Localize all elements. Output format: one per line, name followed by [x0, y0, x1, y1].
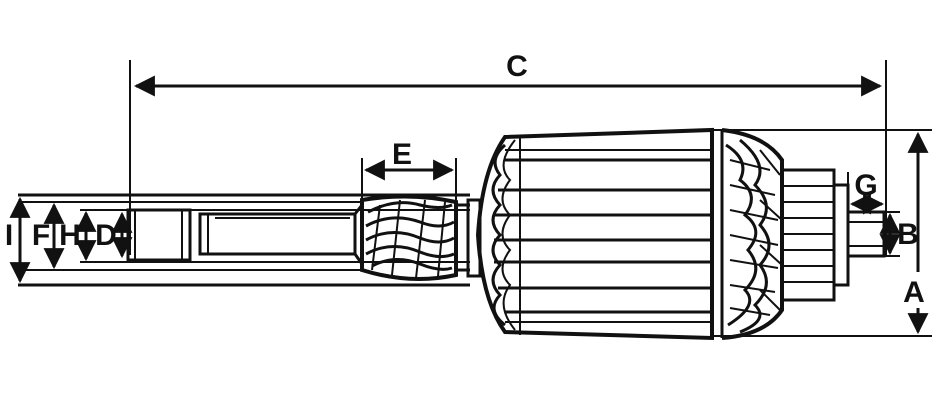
helical-pinion-gear [360, 194, 482, 281]
label-i: I [5, 219, 13, 252]
shaft-body [198, 212, 357, 256]
label-h: H [59, 219, 81, 252]
label-a: A [903, 276, 925, 309]
label-d: D [95, 219, 117, 252]
dimension-d: D [95, 211, 133, 259]
dimension-b: B [879, 211, 919, 257]
dimension-f: F [32, 202, 65, 270]
label-g: G [854, 169, 877, 202]
dimension-h: H [59, 210, 97, 262]
shaft [18, 193, 470, 287]
dimension-g: G [847, 169, 885, 215]
dimension-i: I [5, 196, 31, 284]
dimension-a: A [712, 129, 932, 337]
label-f: F [32, 219, 50, 252]
right-shaft-end [846, 210, 886, 258]
label-e: E [392, 138, 412, 171]
label-c: C [506, 50, 528, 83]
label-b: B [897, 218, 919, 251]
right-shaft-journal [846, 210, 886, 258]
shaft-end-collar [126, 208, 192, 262]
armature-core-outline [475, 127, 714, 341]
armature-core [475, 127, 714, 341]
commutator-windings [710, 128, 850, 340]
dimension-e: E [361, 138, 457, 205]
